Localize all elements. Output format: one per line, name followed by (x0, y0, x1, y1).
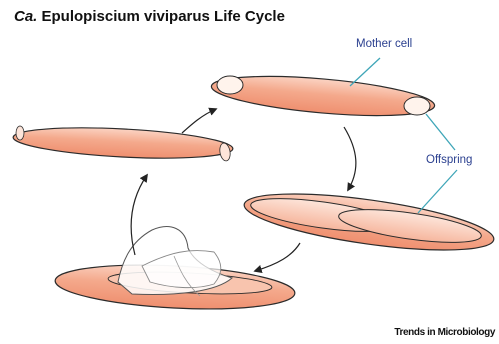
arrow-mother-to-growing (344, 127, 356, 190)
leader-offspring-top (426, 114, 455, 150)
offspring-label: Offspring (426, 154, 472, 166)
mother-cell (210, 69, 436, 122)
young-cell (12, 123, 233, 162)
mother-cell-growing-offspring (241, 183, 497, 262)
mother-cell-label: Mother cell (356, 38, 412, 50)
journal-credit: Trends in Microbiology (394, 327, 495, 338)
leader-mother-cell (350, 58, 380, 86)
release-stage (54, 227, 296, 315)
arrow-growing-to-release (255, 243, 300, 271)
leader-lines (350, 58, 457, 213)
offspring-left (217, 76, 243, 94)
leader-offspring-bottom (418, 170, 457, 213)
offspring-right (404, 97, 430, 115)
arrow-young-to-mother (182, 109, 216, 133)
